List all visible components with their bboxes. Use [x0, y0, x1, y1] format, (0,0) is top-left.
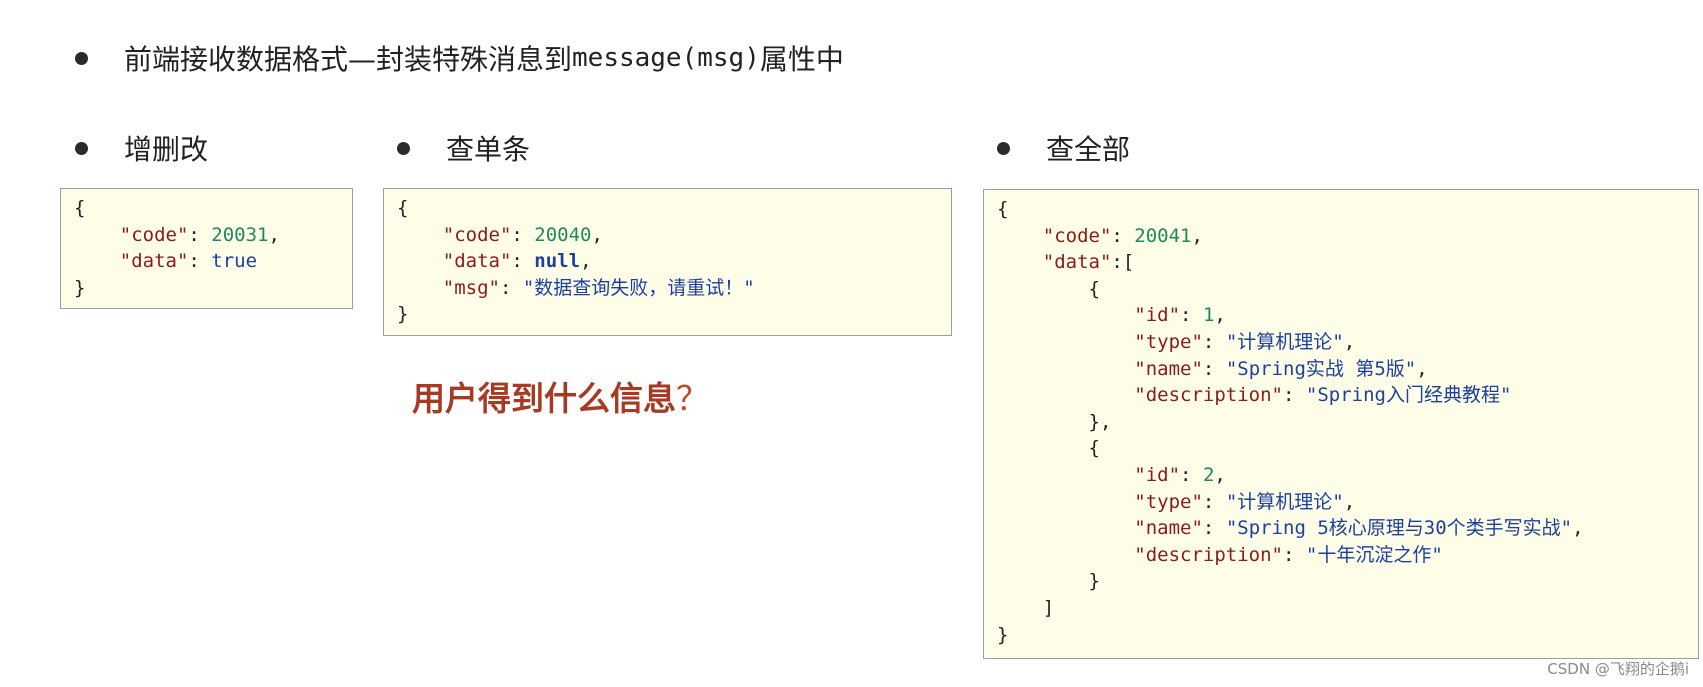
question-label: 用户得到什么信息: [412, 379, 676, 418]
code-line: "description": "十年沉淀之作": [1134, 543, 1443, 566]
section-title-all: 查全部: [997, 128, 1130, 168]
bullet-icon: [397, 141, 410, 155]
code-line: }: [997, 570, 1100, 593]
code-line: "type": "计算机理论",: [1134, 490, 1356, 513]
section-title-single-text: 查单条: [446, 133, 531, 166]
watermark: CSDN @飞翔的企鹅i: [1547, 660, 1689, 678]
code-line: "data":[: [1042, 251, 1135, 274]
code-line: "description": "Spring入门经典教程": [1134, 384, 1512, 407]
bullet-icon: [75, 141, 88, 155]
section-title-all-text: 查全部: [1046, 133, 1131, 166]
code-block-all: { "code": 20041, "data":[ { "id": 1, "ty…: [983, 189, 1699, 659]
section-title-crud-text: 增删改: [124, 133, 209, 166]
heading-text-2: 属性中: [759, 43, 844, 76]
code-line: "data": null,: [442, 250, 592, 273]
code-line: "code": 20040,: [442, 223, 603, 246]
code-line: "data": true: [119, 250, 258, 273]
code-block-single: { "code": 20040, "data": null, "msg": "数…: [383, 188, 952, 336]
code-line: }: [397, 303, 409, 326]
code-block-crud: { "code": 20031, "data": true }: [60, 188, 353, 309]
code-line: "id": 1,: [1134, 304, 1226, 327]
heading-code: message(msg): [572, 43, 760, 73]
code-line: "msg": "数据查询失败，请重试！": [442, 276, 755, 299]
question-mark: ？: [676, 379, 709, 418]
code-line: "id": 2,: [1134, 463, 1226, 486]
section-title-single: 查单条: [397, 128, 530, 168]
code-line: {: [74, 197, 86, 219]
code-line: "name": "Spring 5核心原理与30个类手写实战",: [1134, 517, 1584, 540]
code-line: "type": "计算机理论",: [1134, 330, 1356, 353]
code-line: {: [397, 197, 409, 219]
code-line: {: [997, 437, 1100, 460]
code-line: "code": 20041,: [1042, 224, 1203, 247]
code-line: {: [997, 277, 1100, 300]
code-line: },: [997, 410, 1112, 433]
heading-text-1: 前端接收数据格式—封装特殊消息到: [124, 43, 573, 76]
section-title-crud: 增删改: [75, 128, 208, 168]
code-line: ]: [997, 596, 1055, 619]
code-line: }: [997, 623, 1009, 646]
question-text: 用户得到什么信息？: [412, 372, 709, 420]
code-line: "code": 20031,: [119, 223, 280, 246]
bullet-icon: [997, 141, 1010, 155]
code-line: }: [74, 276, 86, 299]
code-line: "name": "Spring实战 第5版",: [1134, 357, 1428, 380]
code-line: {: [997, 198, 1009, 220]
bullet-icon: [75, 51, 88, 65]
